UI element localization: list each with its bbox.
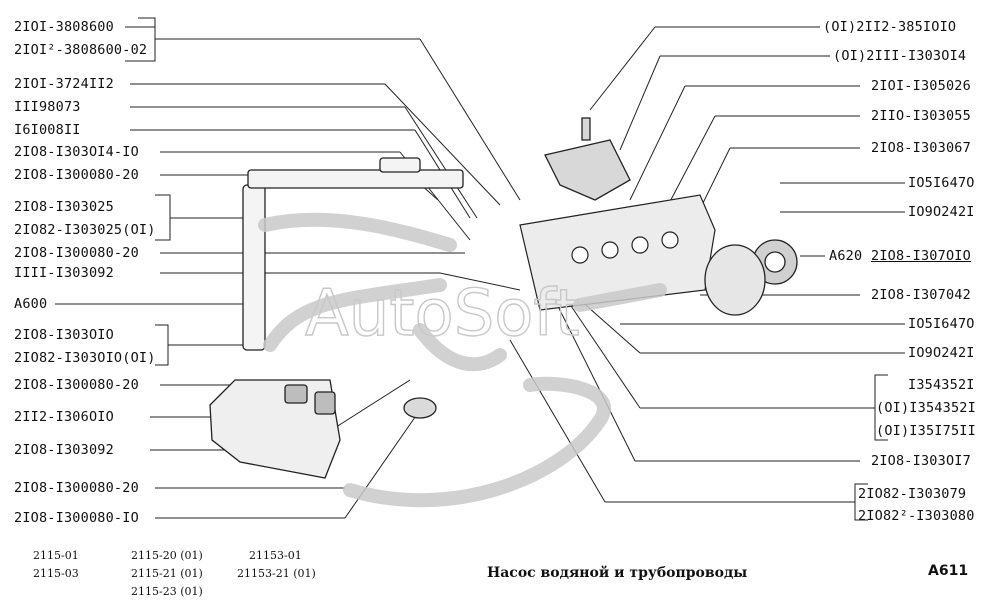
- part-label-right: IO5I647O: [908, 316, 975, 332]
- part-label-left: 2IO8-I300080-20: [14, 480, 139, 496]
- part-label-right: IO9O242I: [908, 345, 975, 361]
- part-label-left: III98073: [14, 99, 81, 115]
- part-label-right: (OI)2II2-385IOIO: [823, 19, 957, 35]
- part-label-left: 2II2-I306OIO: [14, 409, 114, 425]
- part-label-left: 2IO8-I303025: [14, 199, 114, 215]
- part-label-right: IO9O242I: [908, 204, 975, 220]
- part-label-right: 2IO82-I303079: [858, 486, 967, 502]
- part-label-left: 2IO82-I303025(OI): [14, 222, 156, 238]
- model-code: 2115-03: [33, 567, 79, 580]
- part-label-left: 2IO8-I300080-20: [14, 167, 139, 183]
- part-label-left: 2IO8-I300080-20: [14, 245, 139, 261]
- part-label-right: I354352I: [908, 377, 975, 393]
- diagram-title: Насос водяной и трубопроводы: [487, 565, 748, 581]
- model-code: 2115-01: [33, 549, 79, 562]
- part-label-right: 2IO8-I307042: [871, 287, 971, 303]
- part-label-right: 2IIO-I303055: [871, 108, 971, 124]
- part-label-left: 2IO8-I300080-IO: [14, 510, 139, 526]
- part-label-right: (OI)2III-I303OI4: [833, 48, 967, 64]
- part-label-left: I6I008II: [14, 122, 81, 138]
- part-label-right: 2IO8-I303OI7: [871, 453, 971, 469]
- model-code: 2115-21 (01): [131, 567, 203, 580]
- part-label-left: 2IO8-I300080-20: [14, 377, 139, 393]
- part-label-right: 2IO8-I303067: [871, 140, 971, 156]
- model-code: 21153-01: [249, 549, 302, 562]
- model-code: 21153-21 (01): [237, 567, 316, 580]
- part-label-left: A600: [14, 296, 48, 312]
- part-label-right: A620: [829, 248, 863, 264]
- page-code: A611: [928, 563, 969, 579]
- part-label-right: IO5I647O: [908, 175, 975, 191]
- part-label-right: (OI)I354352I: [876, 400, 976, 416]
- part-label-right: 2IOI-I305026: [871, 78, 971, 94]
- part-label-right: (OI)I35I75II: [876, 423, 976, 439]
- part-label-left: 2IOI²-3808600-02: [14, 42, 148, 58]
- part-label-left: 2IO82-I303OIO(OI): [14, 350, 156, 366]
- model-code: 2115-23 (01): [131, 585, 203, 598]
- part-label-left: 2IO8-I303092: [14, 442, 114, 458]
- part-label-right: 2IO8-I307OIO: [871, 248, 971, 264]
- part-label-left: 2IO8-I303OIO: [14, 327, 114, 343]
- part-label-right: 2IO82²-I303080: [858, 508, 975, 524]
- model-code: 2115-20 (01): [131, 549, 203, 562]
- watermark: AutoSoft: [305, 277, 580, 351]
- part-label-left: 2IOI-3724II2: [14, 76, 114, 92]
- part-label-left: 2IO8-I303OI4-IO: [14, 144, 139, 160]
- part-label-left: 2IOI-3808600: [14, 19, 114, 35]
- part-label-left: IIII-I303092: [14, 265, 114, 281]
